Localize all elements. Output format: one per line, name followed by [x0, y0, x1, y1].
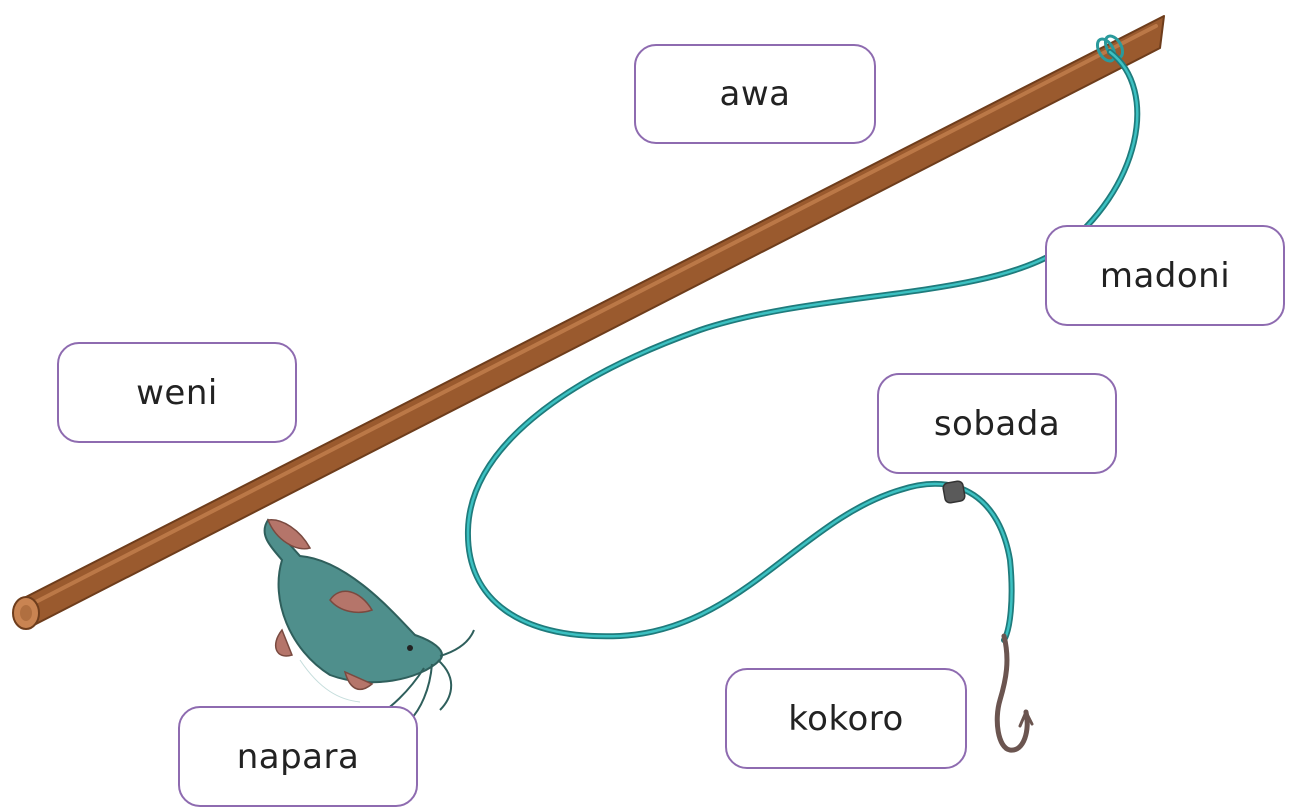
fishing-rod-icon [13, 16, 1164, 629]
label-kokoro: kokoro [725, 668, 967, 769]
label-madoni: madoni [1045, 225, 1285, 326]
label-napara: napara [178, 706, 418, 807]
catfish-icon [265, 520, 474, 720]
label-awa: awa [634, 44, 876, 144]
label-sobada: sobada [877, 373, 1117, 474]
label-weni: weni [57, 342, 297, 443]
hook-icon [997, 636, 1027, 750]
float-icon [942, 480, 965, 503]
